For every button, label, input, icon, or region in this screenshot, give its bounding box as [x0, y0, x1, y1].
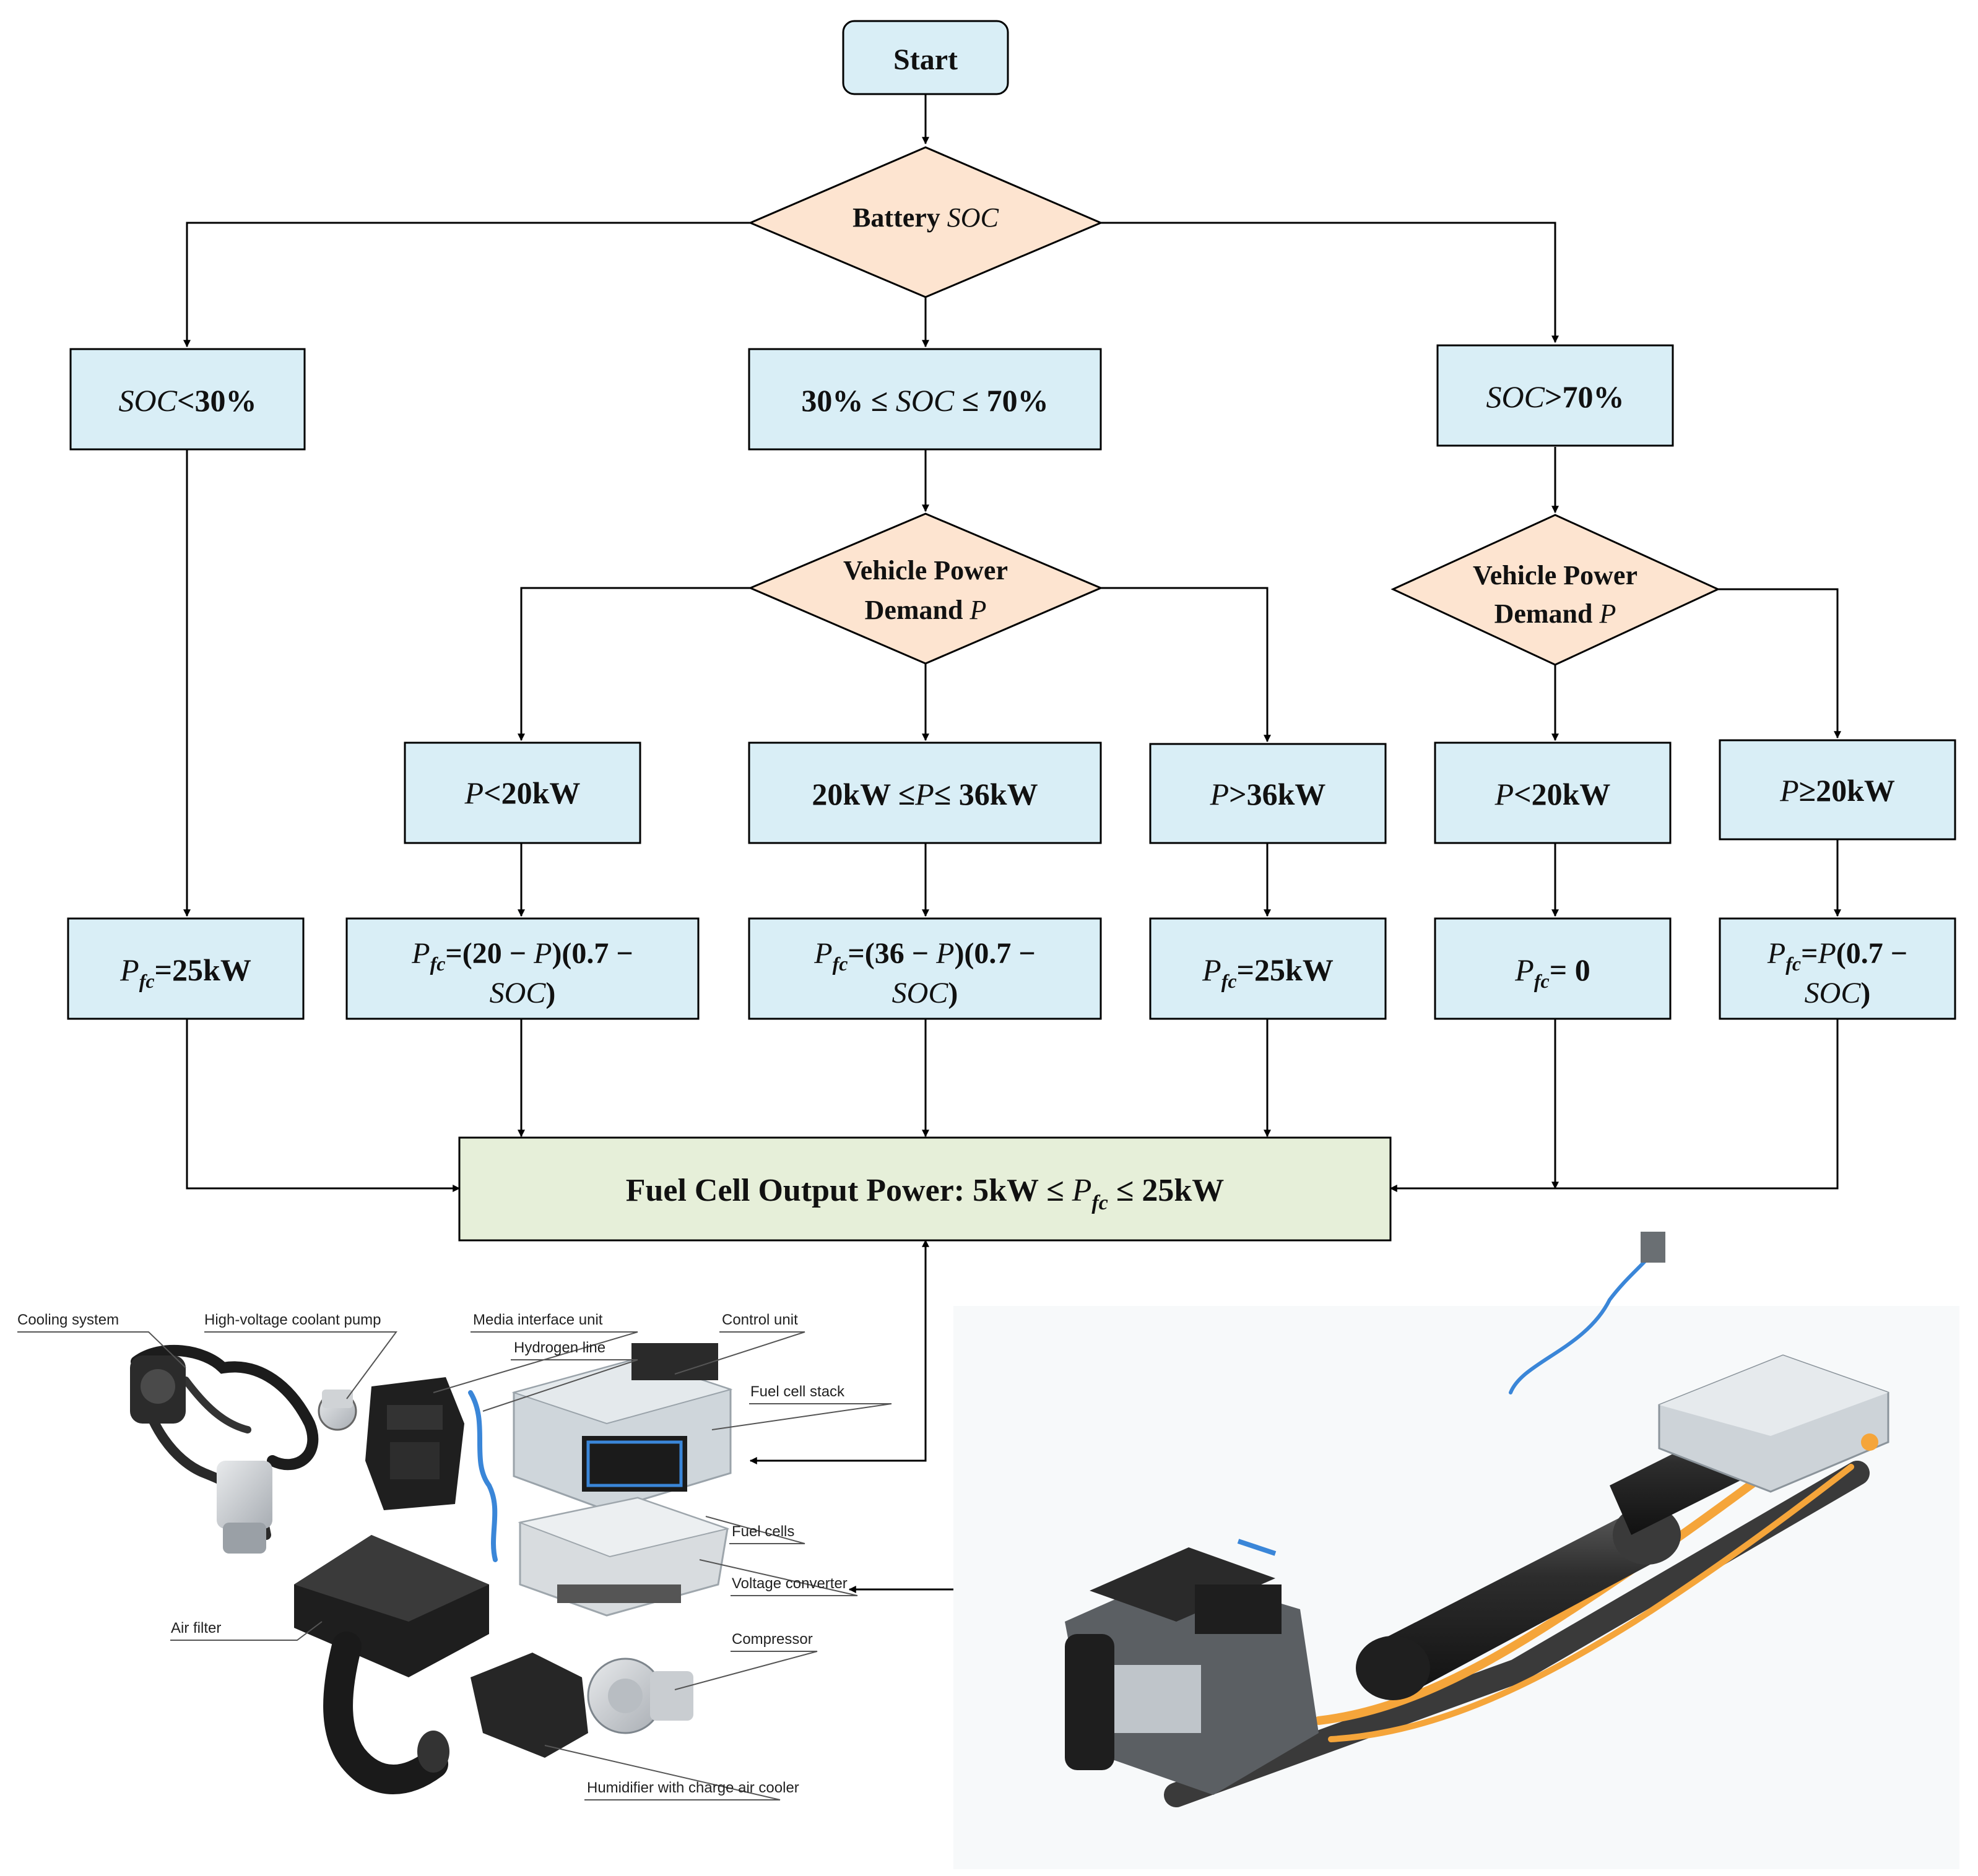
p-lt20-high-label: P<20kW [1494, 777, 1611, 811]
out-high2-line2: SOC) [1805, 977, 1871, 1009]
arrow-power-to-lt20 [518, 587, 750, 741]
label-control-unit: Control unit [722, 1312, 798, 1328]
out-high2-line1: Pfc=P(0.7 − [1767, 937, 1907, 975]
label-media-interface: Media interface unit [473, 1312, 603, 1328]
arrow-soc-to-low [183, 222, 750, 348]
fuel-cell-vehicle-chassis-image [953, 1232, 1959, 1869]
out-high1-label: Pfc= 0 [1514, 953, 1590, 992]
arrow-final-to-stack [749, 1239, 929, 1464]
box-p-ge20-high: P≥20kW [1719, 739, 1956, 841]
start-node: Start [842, 20, 1009, 95]
soc-low-label: SOC<30% [119, 383, 257, 418]
out-mid1-line1: Pfc=(20 − P)(0.7 − [411, 937, 633, 975]
arrow-out-low-to-final [186, 1019, 461, 1192]
arrow-hpower-to-ge20 [1718, 588, 1841, 739]
box-soc-mid: 30% ≤ SOC ≤ 70% [748, 348, 1102, 451]
box-soc-low: SOC<30% [69, 348, 306, 451]
out-mid1-line2: SOC) [490, 977, 556, 1009]
callout-leaders [17, 1331, 892, 1800]
out-low-label: Pfc=25kW [119, 953, 251, 992]
air-filter-image [294, 1535, 489, 1794]
out-gt36-label: Pfc=25kW [1202, 953, 1334, 992]
arrow-power-to-gt36 [1101, 587, 1271, 743]
box-soc-high: SOC>70% [1436, 344, 1674, 447]
decision-power-mid: Vehicle Power Demand P [748, 512, 1103, 665]
power-mid-line1: Vehicle Power [843, 555, 1008, 586]
label-voltage-converter: Voltage converter [732, 1575, 848, 1592]
box-out-gt36: Pfc=25kW [1149, 917, 1387, 1020]
decision-power-high: Vehicle Power Demand P [1390, 514, 1720, 666]
compressor-image [471, 1653, 693, 1758]
front-fuel-cell-module [1065, 1539, 1319, 1795]
label-cooling-system: Cooling system [17, 1312, 119, 1328]
box-out-low: Pfc=25kW [67, 917, 305, 1020]
arrow-out-high2-to-final [1389, 1019, 1839, 1192]
cooling-system-image [130, 1344, 357, 1554]
out-mid2-line2: SOC) [892, 977, 958, 1009]
fuel-cell-stack-image [511, 1343, 733, 1511]
label-air-filter: Air filter [171, 1620, 221, 1636]
decision-soc-label: Battery SOC [852, 202, 999, 233]
label-fuel-cells: Fuel cells [732, 1523, 794, 1540]
p-lt20-mid-label: P<20kW [464, 776, 581, 810]
box-p-range-mid: 20kW ≤P≤ 36kW [748, 741, 1102, 844]
label-compressor: Compressor [732, 1631, 813, 1648]
power-high-line1: Vehicle Power [1473, 560, 1637, 590]
box-final-output: Fuel Cell Output Power: 5kW ≤ Pfc ≤ 25kW [458, 1136, 1392, 1242]
p-gt36-label: P>36kW [1210, 777, 1326, 811]
box-out-mid1: Pfc=(20 − P)(0.7 − SOC) [345, 917, 700, 1020]
label-coolant-pump: High-voltage coolant pump [204, 1312, 381, 1328]
out-mid2-line1: Pfc=(36 − P)(0.7 − [813, 937, 1036, 975]
box-p-lt20-high: P<20kW [1434, 741, 1672, 844]
power-high-line2: Demand P [1494, 599, 1616, 629]
box-out-high1: Pfc= 0 [1434, 917, 1672, 1020]
label-humidifier: Humidifier with charge air cooler [587, 1779, 799, 1796]
final-label: Fuel Cell Output Power: 5kW ≤ Pfc ≤ 25kW [626, 1173, 1225, 1214]
soc-mid-label: 30% ≤ SOC ≤ 70% [801, 383, 1048, 418]
p-range-mid-label: 20kW ≤P≤ 36kW [812, 777, 1038, 811]
box-out-mid2: Pfc=(36 − P)(0.7 − SOC) [748, 917, 1102, 1020]
box-p-lt20-mid: P<20kW [404, 741, 641, 844]
box-out-high2: Pfc=P(0.7 − SOC) [1719, 917, 1956, 1020]
label-hydrogen-line: Hydrogen line [514, 1339, 605, 1356]
soc-high-label: SOC>70% [1486, 379, 1624, 414]
start-label: Start [893, 43, 958, 76]
p-ge20-high-label: P≥20kW [1779, 773, 1895, 808]
exploded-components-illustration: Cooling system High-voltage coolant pump… [17, 1312, 892, 1800]
label-fuel-cell-stack: Fuel cell stack [750, 1383, 845, 1400]
media-interface-unit-image [365, 1377, 498, 1562]
connectors [183, 94, 1841, 1593]
box-p-gt36: P>36kW [1149, 743, 1387, 844]
arrow-soc-to-high [1101, 222, 1559, 344]
power-mid-line2: Demand P [865, 595, 987, 625]
voltage-converter-image [518, 1497, 730, 1617]
decision-battery-soc: Battery SOC [748, 146, 1103, 298]
rear-power-unit [1658, 1354, 1889, 1493]
